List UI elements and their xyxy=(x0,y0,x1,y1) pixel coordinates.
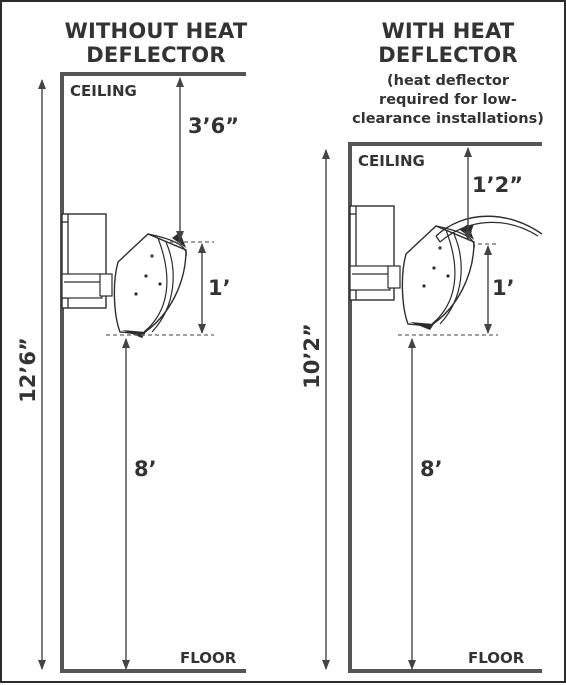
right-title-line2: DEFLECTOR xyxy=(378,43,517,67)
right-heater-icon xyxy=(349,205,475,331)
right-dim-total: 10’2” xyxy=(300,323,324,389)
left-panel: WITHOUT HEAT DEFLECTOR CEILING FLOOR 12’… xyxy=(16,19,248,673)
left-heater-icon xyxy=(61,213,187,339)
right-note-line3: clearance installations) xyxy=(352,111,544,127)
left-wall-outline xyxy=(60,72,246,673)
left-ceiling-label: CEILING xyxy=(70,82,137,100)
left-dim-floor-gap: 8’ xyxy=(134,457,157,481)
right-floor-label: FLOOR xyxy=(468,649,525,667)
right-dim-heater: 1’ xyxy=(492,276,515,300)
right-note-line2: required for low- xyxy=(379,92,517,108)
left-floor-label: FLOOR xyxy=(180,649,237,667)
right-dim-ceiling-gap: 1’2” xyxy=(472,173,523,197)
left-title-line2: DEFLECTOR xyxy=(86,43,225,67)
right-dim-floor-gap: 8’ xyxy=(420,457,443,481)
left-dim-ceiling-gap: 3’6” xyxy=(188,114,239,138)
right-wall-outline xyxy=(348,142,542,673)
right-panel: WITH HEAT DEFLECTOR (heat deflector requ… xyxy=(300,19,544,673)
left-dim-heater: 1’ xyxy=(208,276,231,300)
left-dim-total: 12’6” xyxy=(16,337,40,403)
left-title-line1: WITHOUT HEAT xyxy=(65,19,248,43)
right-ceiling-label: CEILING xyxy=(358,152,425,170)
right-note-line1: (heat deflector xyxy=(387,73,510,89)
right-title-line1: WITH HEAT xyxy=(382,19,515,43)
